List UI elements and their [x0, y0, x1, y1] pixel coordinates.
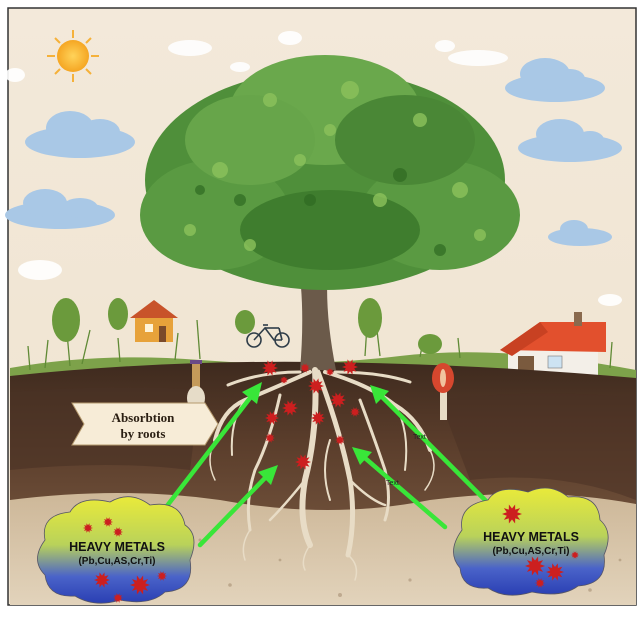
absorption-label: Absorbtion by roots [88, 410, 198, 442]
heavy-metals-right-list: (Pb,Cu,AS,Cr,Ti) [456, 546, 606, 557]
heavy-metals-right-title: HEAVY METALS [456, 530, 606, 544]
absorption-label-line1: Absorbtion [88, 410, 198, 426]
arrow-tag-upper: Text [413, 434, 426, 441]
arrow-tag-lower: Text [386, 480, 399, 487]
heavy-metals-left-title: HEAVY METALS [42, 540, 192, 554]
absorption-label-line2: by roots [88, 426, 198, 442]
heavy-metals-left-list: (Pb,Cu,AS,Cr,Ti) [42, 556, 192, 567]
